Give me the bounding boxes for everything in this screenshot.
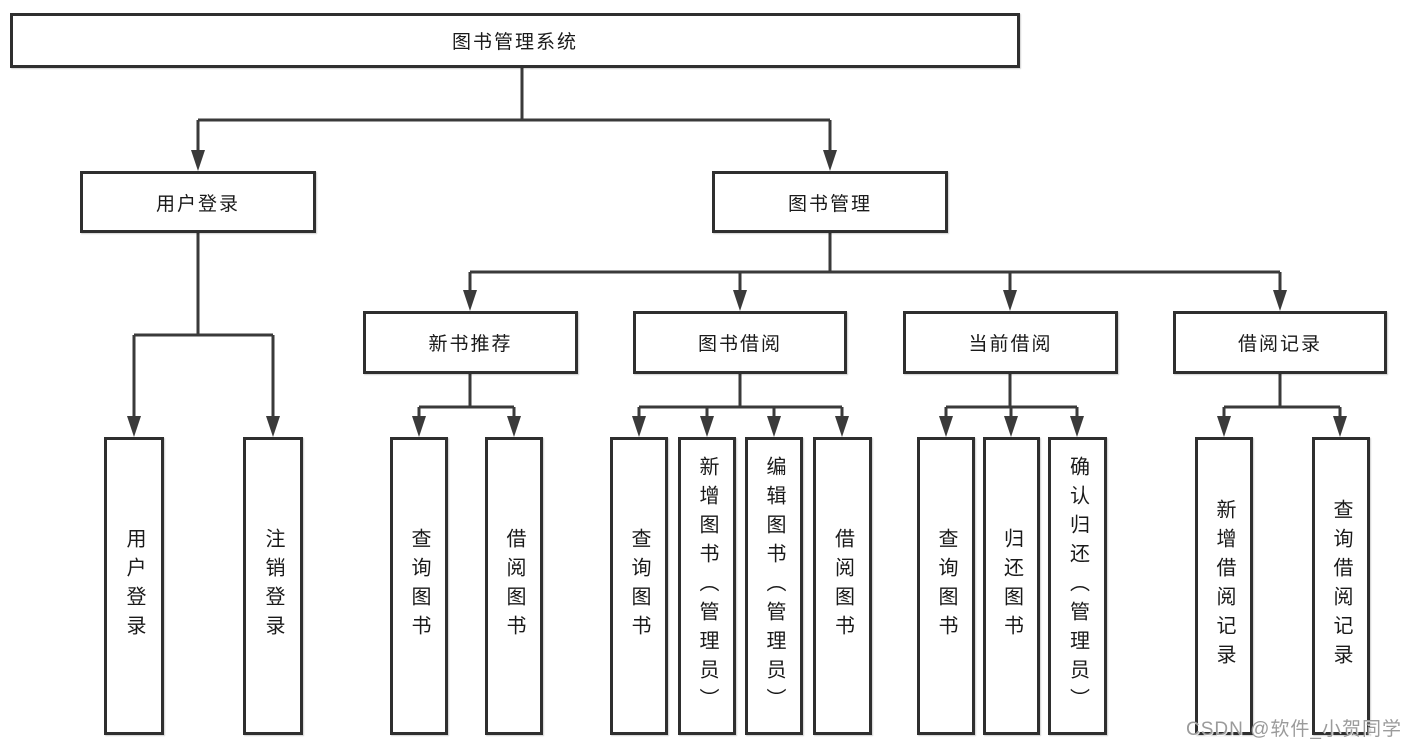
node-label: 借阅图书 bbox=[503, 528, 525, 644]
arrowheads bbox=[127, 150, 1347, 437]
node-label: 新书推荐 bbox=[428, 334, 513, 355]
leaf-bor-query-books: 查询图书 bbox=[610, 437, 668, 735]
leaf-cur-confirm-return: 确认归还（管理员） bbox=[1048, 437, 1107, 735]
node-label: 查询图书 bbox=[408, 528, 430, 644]
leaf-bor-add-books: 新增图书（管理员） bbox=[678, 437, 736, 735]
node-label: 新增图书（管理员） bbox=[696, 455, 718, 717]
node-label: 新增借阅记录 bbox=[1213, 499, 1235, 673]
node-label: 图书借阅 bbox=[697, 334, 782, 355]
node-book-borrowing: 图书借阅 bbox=[633, 311, 847, 374]
leaf-records-add: 新增借阅记录 bbox=[1195, 437, 1253, 735]
node-label: 当前借阅 bbox=[968, 334, 1053, 355]
watermark: CSDN @软件_小贺同学 bbox=[1186, 719, 1402, 740]
node-current-borrowing: 当前借阅 bbox=[903, 311, 1118, 374]
node-borrowing-records: 借阅记录 bbox=[1173, 311, 1387, 374]
leaf-rec-query-books: 查询图书 bbox=[390, 437, 448, 735]
leaf-bor-edit-books: 编辑图书（管理员） bbox=[745, 437, 803, 735]
node-label: 查询借阅记录 bbox=[1330, 499, 1352, 673]
node-label: 用户登录 bbox=[155, 193, 240, 215]
leaf-cur-query-books: 查询图书 bbox=[917, 437, 975, 735]
node-label: 编辑图书（管理员） bbox=[763, 455, 785, 717]
node-label: 用户登录 bbox=[123, 528, 145, 644]
node-library-system: 图书管理系统 bbox=[10, 13, 1020, 68]
leaf-records-query: 查询借阅记录 bbox=[1312, 437, 1370, 735]
node-label: 借阅记录 bbox=[1237, 334, 1322, 355]
node-label: 归还图书 bbox=[1000, 528, 1023, 644]
node-label: 确认归还（管理员） bbox=[1066, 455, 1089, 717]
node-label: 注销登录 bbox=[262, 528, 284, 644]
leaf-user-login: 用户登录 bbox=[104, 437, 164, 735]
node-new-book-recommend: 新书推荐 bbox=[363, 311, 578, 374]
leaf-rec-borrow-books: 借阅图书 bbox=[485, 437, 543, 735]
node-user-login: 用户登录 bbox=[80, 171, 316, 233]
leaf-cur-return-books: 归还图书 bbox=[983, 437, 1040, 735]
node-label: 借阅图书 bbox=[831, 528, 854, 644]
node-label: 查询图书 bbox=[628, 528, 650, 644]
leaf-bor-borrow-books: 借阅图书 bbox=[813, 437, 872, 735]
node-label: 图书管理 bbox=[787, 193, 872, 215]
node-label: 图书管理系统 bbox=[451, 32, 578, 53]
node-book-management: 图书管理 bbox=[712, 171, 948, 233]
leaf-logout: 注销登录 bbox=[243, 437, 303, 735]
node-label: 查询图书 bbox=[935, 528, 957, 644]
